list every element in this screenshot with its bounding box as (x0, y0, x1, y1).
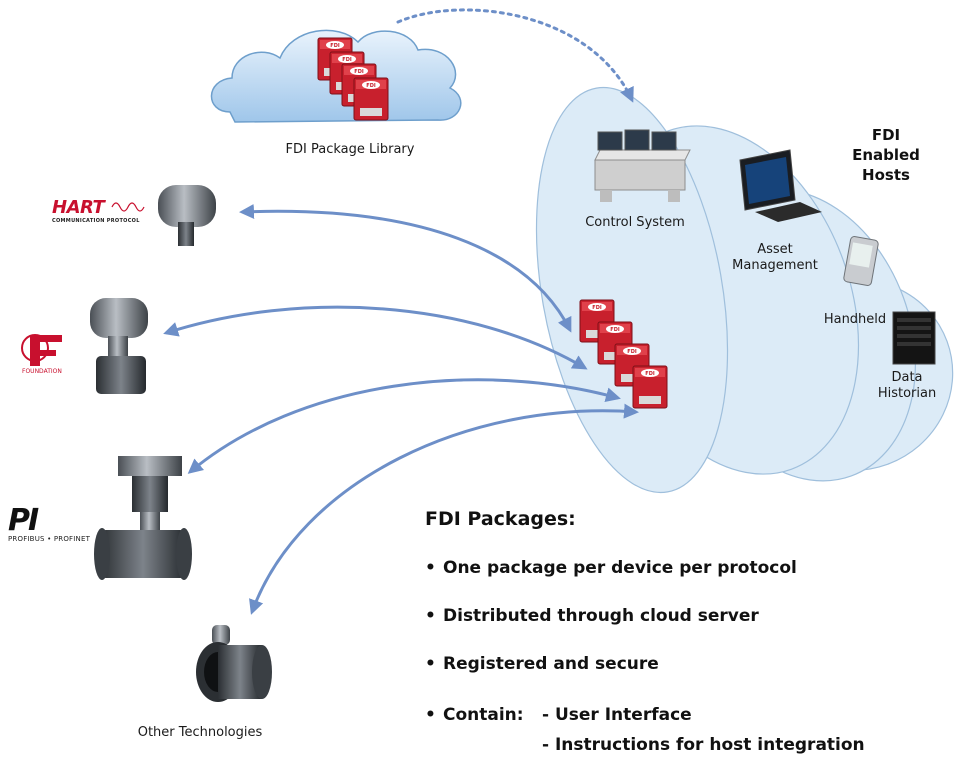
hart-logo-text: HART (52, 197, 105, 218)
hart-logo-sub: COMMUNICATION PROTOCOL (52, 218, 140, 224)
library-label: FDI Package Library (285, 142, 415, 157)
control-system-icon (594, 129, 691, 202)
hosts-title-line1: FDI Enabled (852, 126, 920, 164)
monitor-icon (739, 149, 822, 222)
bullet-text: Registered and secure (443, 654, 659, 674)
historian-label: Data Historian (862, 370, 952, 402)
foundation-logo-text: FOUNDATION (22, 368, 62, 375)
bullet-text: Distributed through cloud server (443, 606, 759, 626)
hart-transmitter-icon (158, 185, 216, 246)
historian-label-line1: Data (891, 370, 923, 385)
contain-item: - User Interface (542, 705, 692, 725)
hart-arrow (239, 204, 572, 333)
asset-label-line1: Asset (757, 242, 793, 257)
pi-logo-sub: PROFIBUS • PROFINET (8, 535, 91, 543)
bullet-item: •Distributed through cloud server (425, 606, 759, 626)
hosts-title-line2: Hosts (862, 166, 910, 184)
bullet-text: One package per device per protocol (443, 558, 797, 578)
pi-logo: PI (8, 503, 39, 538)
foundation-transmitter-icon (90, 298, 148, 394)
asset-label-line2: Management (732, 258, 818, 273)
profibus-arrow (187, 378, 621, 474)
library-dotted-arrow (396, 8, 634, 103)
server-icon (892, 311, 936, 365)
other-tech-arrow (249, 403, 639, 615)
foundation-arrow (163, 305, 588, 370)
bullet-item: •Contain: (425, 705, 524, 725)
hart-logo: HART COMMUNICATION PROTOCOL (52, 197, 140, 224)
other-tech-label: Other Technologies (137, 725, 263, 740)
foundation-logo-icon (21, 334, 62, 366)
pi-logo-text: PI (8, 503, 39, 538)
asset-management-label: Asset Management (720, 242, 830, 274)
hosts-title: FDI Enabled Hosts (836, 125, 936, 185)
control-system-label: Control System (585, 215, 685, 230)
historian-label-line2: Historian (877, 386, 937, 401)
hart-wave-icon (111, 202, 145, 212)
packages-title: FDI Packages: (425, 508, 576, 530)
handheld-label: Handheld (823, 312, 887, 327)
bullet-text: Contain: (443, 705, 524, 725)
valve-icon (94, 456, 192, 580)
contain-item: - Instructions for host integration (542, 735, 865, 755)
flowmeter-icon (196, 625, 272, 702)
handheld-icon (843, 236, 879, 286)
bullet-item: •Registered and secure (425, 654, 659, 674)
connection-arrows (163, 204, 639, 615)
bullet-item: •One package per device per protocol (425, 558, 797, 578)
